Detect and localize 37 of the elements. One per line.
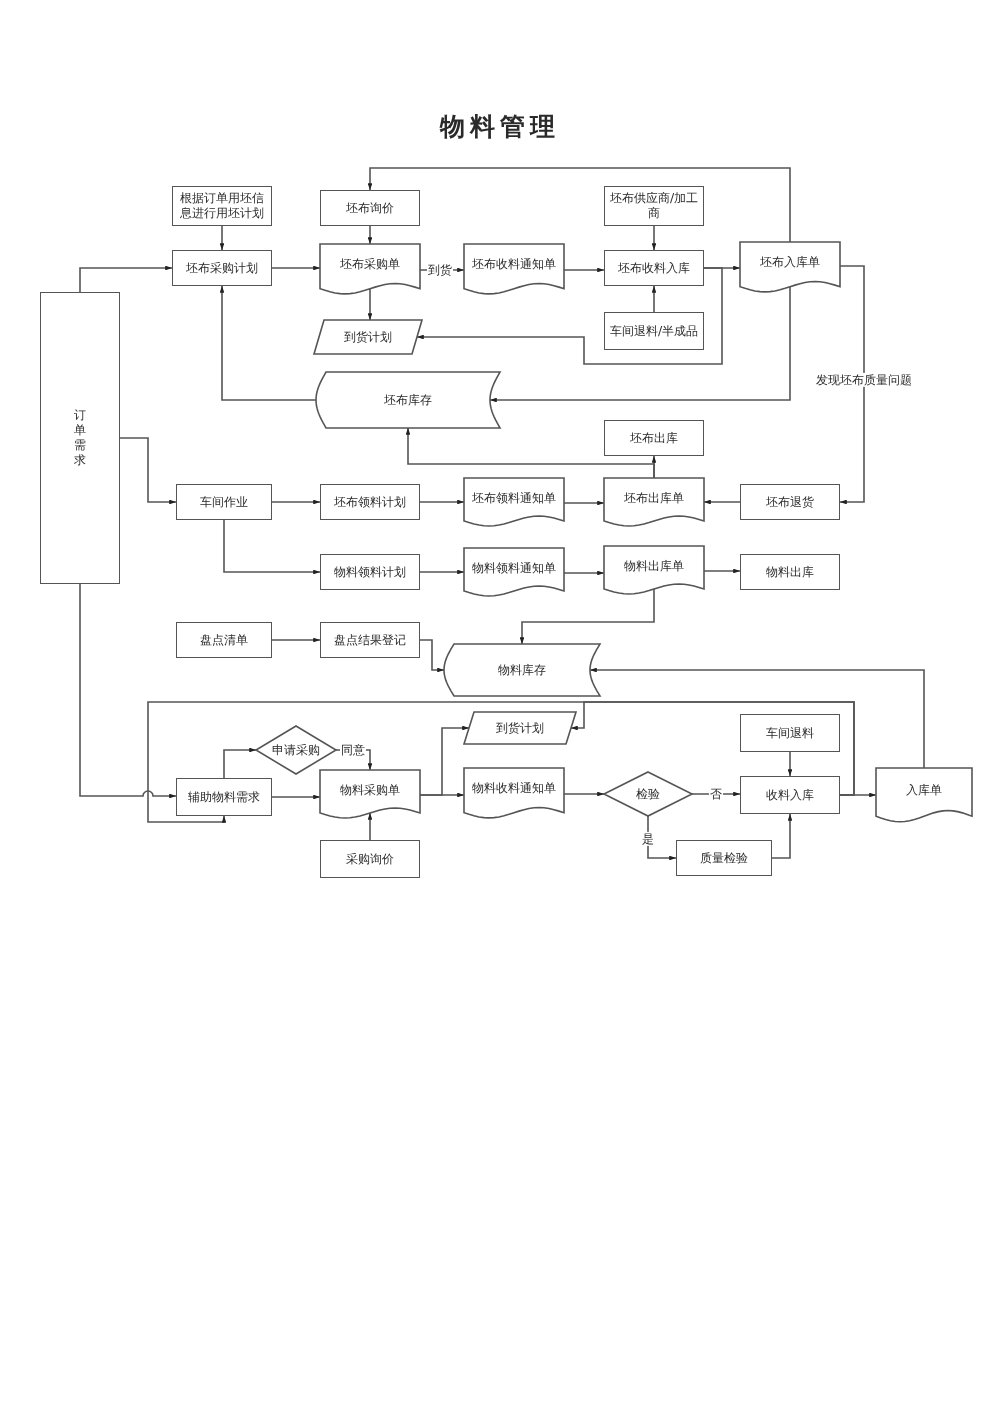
arrow <box>367 287 373 321</box>
arrow <box>703 499 741 505</box>
arrow <box>271 794 321 800</box>
arrow <box>419 725 470 796</box>
arrow <box>563 570 605 576</box>
arrow <box>839 265 865 505</box>
arrow <box>651 225 657 251</box>
arrow <box>119 437 177 505</box>
arrow <box>519 588 655 645</box>
arrow <box>416 267 723 365</box>
arrow <box>419 499 465 505</box>
arrow <box>651 455 657 479</box>
arrow <box>223 747 257 779</box>
arrow <box>271 499 321 505</box>
title: 物料管理 <box>440 109 560 143</box>
arrow <box>219 225 225 251</box>
arrow <box>271 265 321 271</box>
arrow <box>589 667 925 769</box>
arrow <box>563 267 605 273</box>
arrow <box>367 812 373 841</box>
arrow <box>787 751 793 777</box>
arrow <box>419 569 465 575</box>
arrow <box>771 813 793 859</box>
arrow <box>79 265 173 293</box>
arrow <box>651 285 657 313</box>
arrow <box>563 500 605 506</box>
arrow <box>147 701 855 823</box>
arrow <box>219 285 317 401</box>
arrow <box>489 285 791 403</box>
arrow <box>367 167 791 243</box>
arrow <box>367 225 373 245</box>
arrow <box>563 791 605 797</box>
arrow <box>419 639 445 673</box>
arrow <box>271 637 321 643</box>
arrow <box>223 519 321 575</box>
arrow <box>79 583 177 799</box>
arrow <box>703 568 741 574</box>
